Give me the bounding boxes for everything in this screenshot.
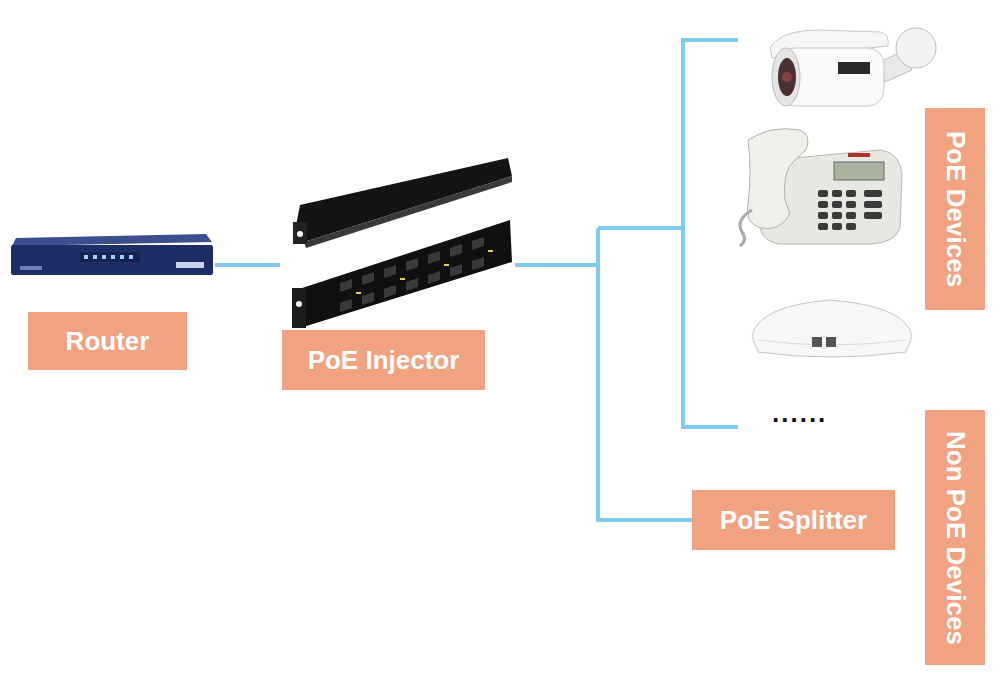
phone-display [834,162,884,180]
ap-port [812,337,822,347]
camera-logo [838,62,870,74]
key [818,201,828,208]
node-text: Router [66,326,150,357]
port [340,299,352,312]
port [406,258,418,271]
port [450,244,462,257]
wire [598,226,683,230]
camera-picture [770,28,936,106]
ap-port [826,337,836,347]
device-label: PoE Injector [282,330,485,390]
key [818,190,828,197]
led [102,255,106,259]
key [818,212,828,219]
lens-glass [782,72,792,82]
injector-cover [294,158,512,242]
node-text: PoE Splitter [720,505,867,536]
router-leds [84,255,133,259]
phone-keys [818,190,882,230]
device-wires [598,38,738,427]
key [846,223,856,230]
wire [596,228,600,265]
router-top [12,234,212,246]
cable-line [215,263,280,267]
port [384,265,396,278]
key [818,223,828,230]
node-text: PoE Injector [308,345,460,376]
key [864,190,882,197]
panel-ear [292,288,306,328]
device-node: PoE Injector [280,155,515,392]
key [864,201,882,208]
camera-front [772,48,800,106]
access-point-picture [752,300,912,357]
led [120,255,124,259]
port [450,264,462,277]
key [832,212,842,219]
injector-ports [340,237,484,312]
port [472,257,484,270]
led [84,255,88,259]
mark [400,278,405,280]
injector-picture [292,158,512,328]
port [428,251,440,264]
key [846,201,856,208]
injector-panel [296,220,512,328]
led [93,255,97,259]
router-badge [176,262,204,268]
key [846,212,856,219]
wire [681,38,738,42]
device-label: Router [28,312,187,370]
node-text: PoE Devices [940,131,971,287]
device-node: Router [10,230,215,372]
phone-picture [740,129,902,246]
label-box: Non PoE Devices [925,410,985,665]
port [406,278,418,291]
mark [444,264,449,266]
router-picture [11,234,213,275]
key [864,212,882,219]
camera-lens [778,58,796,96]
port [428,271,440,284]
mark [488,250,493,252]
port [362,272,374,285]
screw-hole [297,231,303,237]
led [111,255,115,259]
wire [681,38,685,427]
key [832,223,842,230]
router-badge [20,266,42,270]
node-text: Non PoE Devices [940,431,971,645]
screw-hole [296,301,302,307]
ap-body [752,300,912,357]
router-front [11,245,213,275]
ellipsis-label: ...... [772,398,827,429]
led [129,255,133,259]
cover-ear [293,222,307,244]
router-panel [80,252,140,262]
key [832,201,842,208]
mount-base [896,28,936,68]
port [384,285,396,298]
port [362,292,374,305]
phone-brand [848,153,870,157]
label-box: PoE Devices [925,108,985,310]
cable-line [515,265,692,520]
key [832,190,842,197]
port [472,237,484,250]
phone-cord [740,210,752,246]
port-marks [356,250,493,294]
wire [681,425,738,429]
mark [356,292,361,294]
phone-handset [747,129,808,229]
port [340,279,352,292]
key [846,190,856,197]
label-box: PoE Splitter [692,490,895,550]
